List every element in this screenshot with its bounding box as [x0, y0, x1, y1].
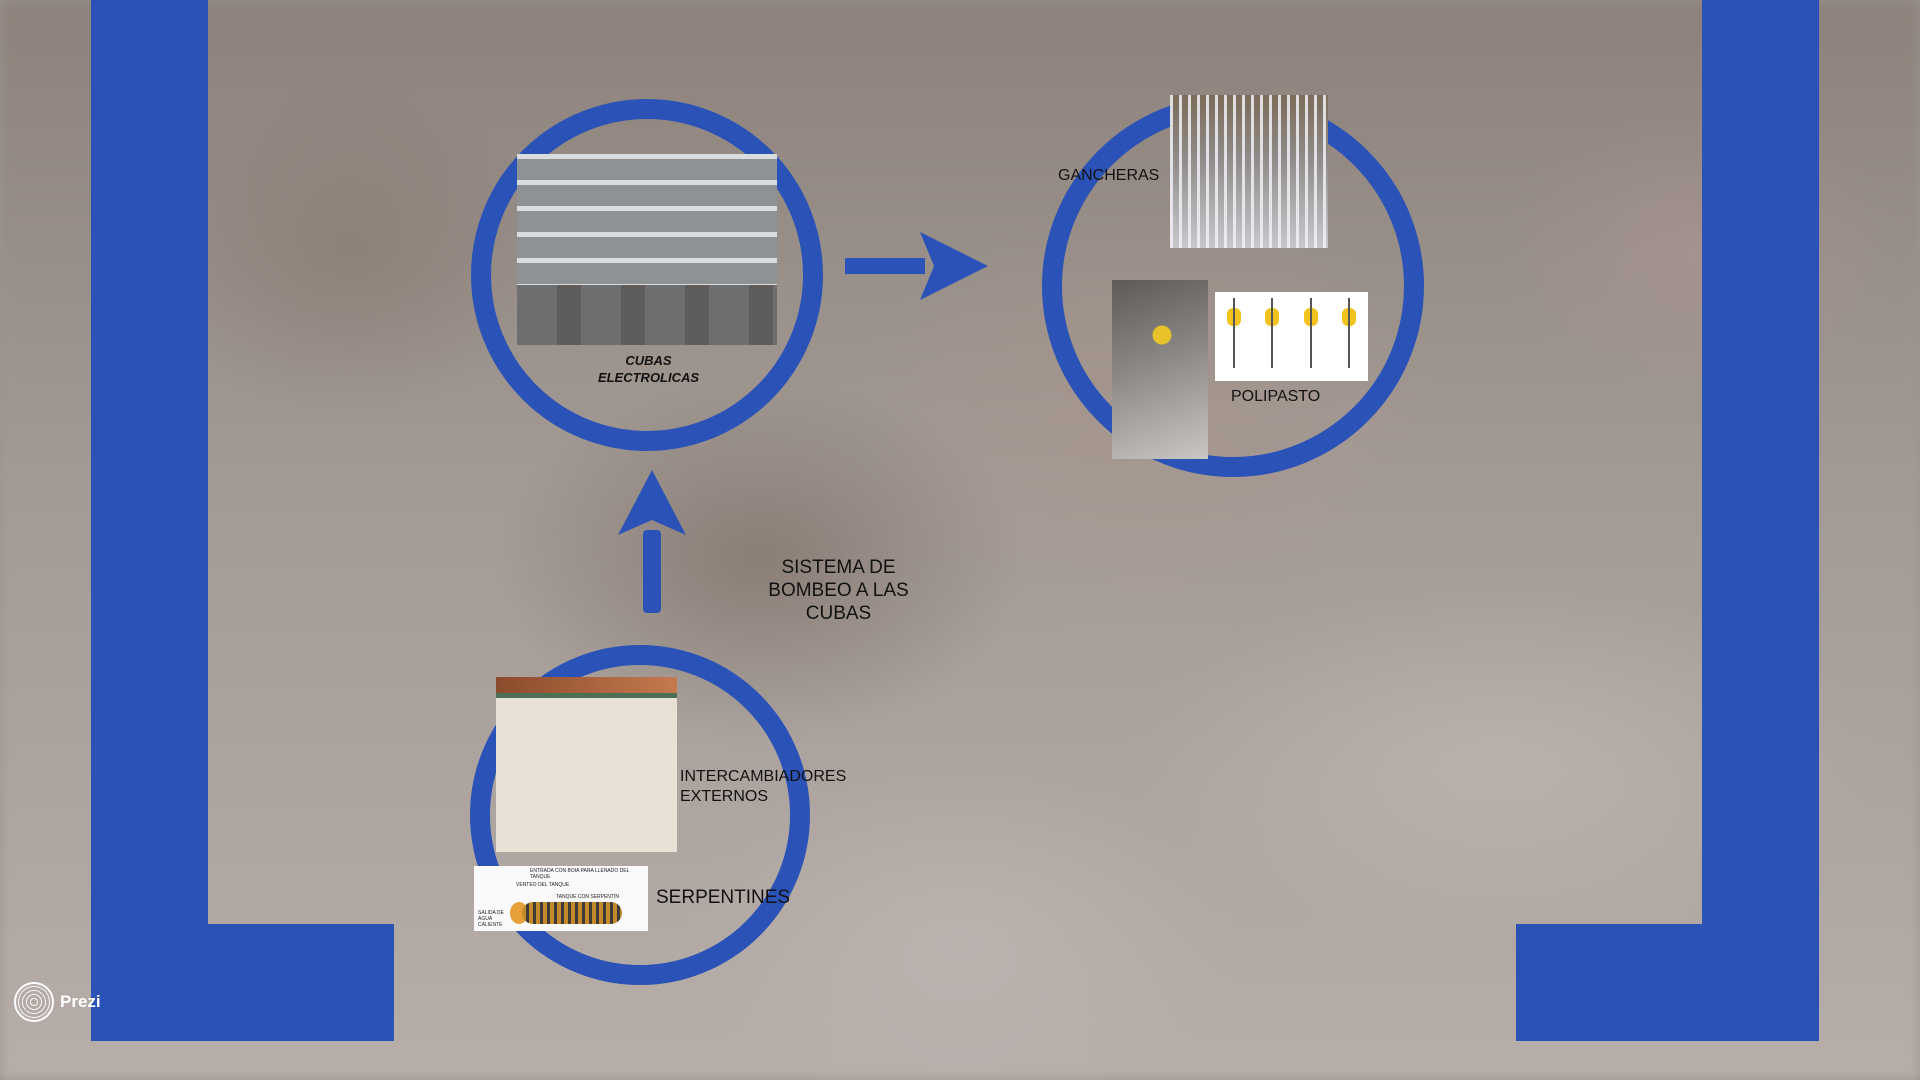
arrow-right-icon	[845, 232, 988, 300]
intercambiadores-label: INTERCAMBIADORES EXTERNOS	[680, 768, 847, 805]
hoist-icon	[1339, 298, 1359, 368]
hoist-icon	[1262, 298, 1282, 368]
polipasto-worker-photo	[1112, 280, 1208, 459]
right-bracket-horizontal	[1516, 924, 1819, 1041]
serpentines-label: SERPENTINES	[656, 887, 791, 908]
diagram-label-tanque: TANQUE CON SERPENTÍN	[556, 894, 619, 900]
hoist-icon	[1301, 298, 1321, 368]
diagram-label-salida: SALIDA DE AGUA CALIENTE	[478, 910, 504, 928]
prezi-brand-name: Prezi	[60, 992, 101, 1011]
polipasto-hoists-photo	[1215, 292, 1368, 381]
polipasto-label: POLIPASTO	[1231, 388, 1321, 405]
sistema-bombeo-label: SISTEMA DE BOMBEO A LAS CUBAS	[768, 557, 909, 624]
hoist-icon	[1224, 298, 1244, 368]
serpentin-diagram: ENTRADA CON BOIA PARA LLENADO DEL TANQUE…	[474, 866, 648, 931]
cubas-electroliticas-photo	[517, 154, 777, 345]
left-bracket-horizontal	[91, 924, 394, 1041]
gancheras-photo	[1170, 95, 1328, 248]
prezi-brand[interactable]: Prezi	[14, 982, 101, 1022]
arrow-up-icon	[618, 470, 686, 613]
coil-icon	[522, 902, 622, 924]
diagram-label-venteo: VENTEO DEL TANQUE	[516, 882, 570, 888]
gancheras-label: GANCHERAS	[1058, 167, 1160, 184]
right-bracket-vertical	[1702, 0, 1819, 1041]
diagram-label-entrada: ENTRADA CON BOIA PARA LLENADO DEL TANQUE	[530, 868, 630, 880]
cubas-label: CUBAS ELECTROLICAS	[597, 353, 700, 385]
intercambiador-tank-photo	[496, 677, 677, 852]
left-bracket-vertical	[91, 0, 208, 1041]
prezi-logo-icon	[14, 982, 54, 1022]
